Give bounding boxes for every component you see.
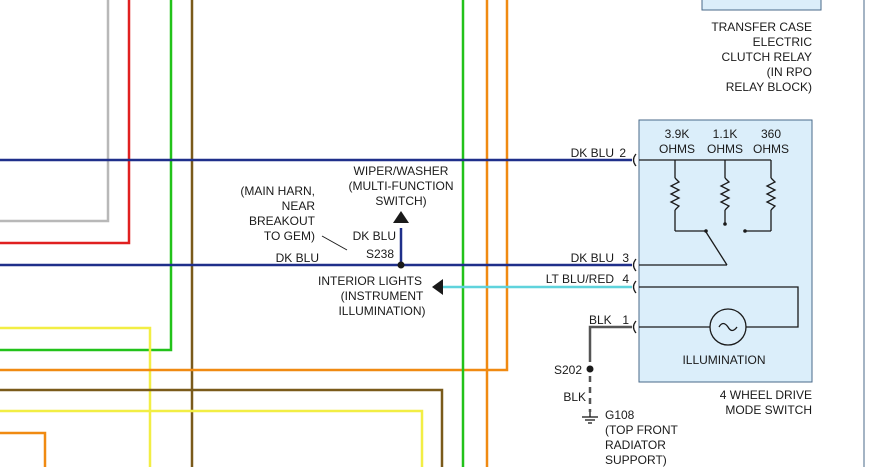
yellow-wire — [0, 326, 152, 467]
mode-switch-label: MODE SWITCH — [725, 403, 812, 417]
resistor-2-unit: OHMS — [707, 142, 743, 156]
ground-label-line: SUPPORT) — [605, 453, 667, 467]
pin-4-connector — [632, 280, 647, 294]
resistor-1 — [669, 177, 681, 211]
resistor-2 — [719, 177, 731, 211]
main-harn-note: (MAIN HARN, NEAR BREAKOUT TO GEM) — [240, 184, 348, 251]
wire-label-blk: BLK — [589, 313, 612, 327]
lamp-bulb — [709, 308, 747, 346]
resistor-3-value: 360 — [761, 127, 781, 141]
mode-switch-label: 4 WHEEL DRIVE — [720, 388, 812, 402]
mode-switch-box — [638, 119, 813, 383]
splice-s238-label: S238 — [366, 247, 394, 261]
resistor-network — [647, 159, 777, 266]
selector-arm — [705, 231, 728, 266]
wire-label-dk-blu-2: DK BLU — [571, 146, 614, 160]
splice-s202-label: S202 — [554, 363, 582, 377]
main-harn-line: TO GEM) — [264, 229, 315, 243]
interior-lights-line: (INSTRUMENT — [341, 289, 424, 303]
orange-wire-lower — [0, 431, 47, 467]
lamp-circuit — [647, 286, 799, 346]
interior-lights-line: INTERIOR LIGHTS — [318, 274, 422, 288]
pin-label-4: 4 — [622, 272, 629, 286]
resistor-1-value: 3.9K — [665, 127, 690, 141]
illumination-label: ILLUMINATION — [682, 353, 765, 367]
main-harn-line: BREAKOUT — [249, 214, 316, 228]
contact-2 — [723, 222, 727, 226]
wire-label-dk-blu-splice: DK BLU — [353, 229, 396, 243]
contact-3 — [743, 229, 747, 233]
brown-wire-lower — [0, 388, 444, 467]
main-harn-line: (MAIN HARN, — [240, 184, 315, 198]
leader-line — [321, 235, 348, 251]
ground-label-line: RADIATOR — [605, 438, 666, 452]
background-wires — [0, 0, 509, 467]
ground-label-line: (TOP FRONT — [605, 423, 679, 437]
yellow-wire-lower — [0, 409, 424, 467]
blk-wire — [588, 325, 632, 362]
wiper-label-line: SWITCH) — [375, 194, 426, 208]
relay-label-line: TRANSFER CASE — [711, 20, 812, 34]
wire-label-lt-blu-red: LT BLU/RED — [546, 272, 615, 286]
wiper-label-line: WIPER/WASHER — [354, 164, 449, 178]
relay-label-line: RELAY BLOCK) — [726, 80, 812, 94]
relay-label: TRANSFER CASE ELECTRIC CLUTCH RELAY (IN … — [711, 20, 812, 94]
pin-3-connector — [632, 258, 647, 272]
relay-label-line: CLUTCH RELAY — [722, 50, 812, 64]
pin-2-connector — [632, 153, 647, 167]
wiper-label-line: (MULTI-FUNCTION — [348, 179, 453, 193]
resistor-2-value: 1.1K — [713, 127, 738, 141]
red-wire — [0, 0, 131, 245]
pin-label-1: 1 — [622, 313, 629, 327]
splice-s238-dot — [397, 261, 405, 269]
wire-label-dk-blu-3: DK BLU — [571, 251, 614, 265]
orange-wire-main — [0, 0, 509, 372]
interior-lights-line: ILLUMINATION) — [338, 304, 425, 318]
green-wire-left — [0, 0, 173, 352]
pin-label-2: 2 — [619, 146, 626, 160]
resistor-1-unit: OHMS — [659, 142, 695, 156]
arrow-up-icon — [393, 211, 409, 223]
relay-label-line: (IN RPO — [767, 65, 812, 79]
resistor-labels: 3.9K OHMS 1.1K OHMS 360 OHMS — [659, 127, 789, 156]
relay-block-edge — [701, 0, 822, 11]
connector-pins — [632, 153, 647, 334]
wire-label-dk-blu-left: DK BLU — [276, 251, 319, 265]
ground-icon — [582, 412, 598, 424]
pin-label-3: 3 — [622, 251, 629, 265]
pin-1-connector — [632, 320, 647, 334]
resistor-3-unit: OHMS — [753, 142, 789, 156]
splice-s202-dot — [586, 365, 594, 373]
wire-label-blk-lower: BLK — [563, 390, 586, 404]
resistor-3 — [765, 177, 777, 211]
ground-label-line: G108 — [605, 408, 635, 422]
arrow-left-icon — [432, 279, 443, 295]
gray-wire — [0, 0, 110, 223]
contact-1 — [704, 229, 708, 233]
relay-label-line: ELECTRIC — [753, 35, 813, 49]
main-harn-line: NEAR — [282, 199, 316, 213]
